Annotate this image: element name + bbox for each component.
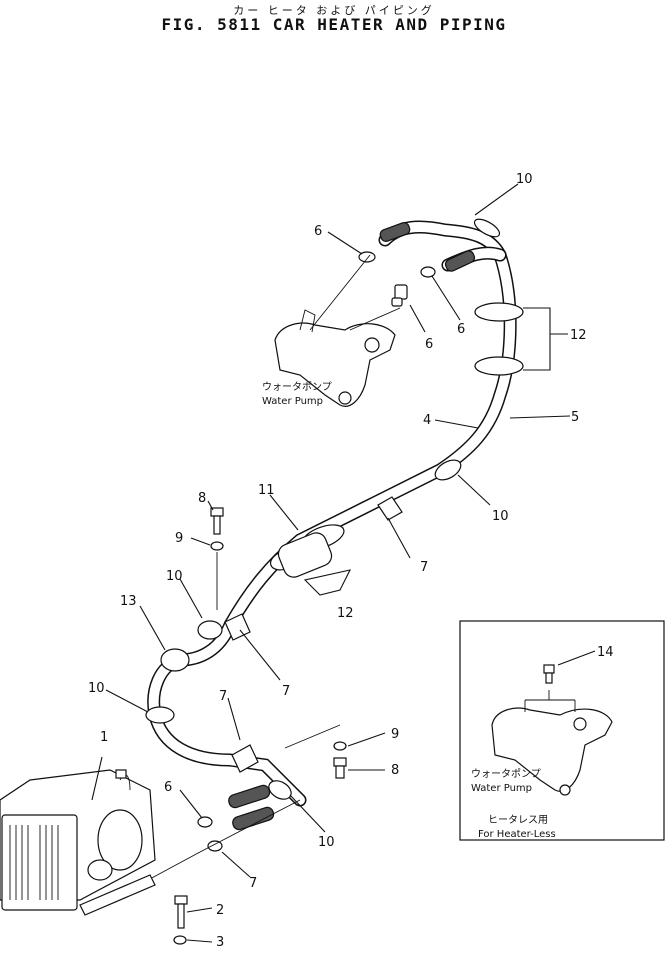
heaterless-label: For Heater-Less	[478, 829, 556, 840]
pipe-clamps	[145, 218, 524, 800]
callout-9: 9	[391, 727, 399, 742]
callout-1: 1	[100, 730, 108, 745]
figure-title-japanese: カー ヒータ および パイピング	[233, 4, 435, 17]
callout-10: 10	[166, 569, 183, 584]
inset-water-pump-label-jp: ウォータポンプ	[471, 768, 541, 780]
callout-7: 7	[219, 689, 227, 704]
upper-hose	[378, 220, 507, 272]
washer-9-lower	[333, 741, 347, 751]
callout-13: 13	[120, 594, 137, 609]
water-pump	[274, 254, 401, 407]
callout-8: 8	[391, 763, 399, 778]
bolt-8-lower	[333, 757, 347, 779]
callout-11: 11	[258, 483, 275, 498]
callout-10: 10	[88, 681, 105, 696]
callout-9: 9	[175, 531, 183, 546]
callout-8: 8	[198, 491, 206, 506]
leader-lines	[91, 183, 596, 943]
callout-10: 10	[318, 835, 335, 850]
callout-10: 10	[492, 509, 509, 524]
callout-5: 6	[425, 337, 433, 352]
water-pump-label: Water Pump	[262, 396, 323, 407]
callout-10: 10	[516, 172, 533, 187]
callout-3: 3	[216, 935, 224, 950]
callout-12: 12	[570, 328, 587, 343]
hose-clamp-6b	[420, 266, 436, 278]
car-heater-unit	[0, 769, 156, 916]
elbow-fitting	[391, 284, 408, 307]
callout-numbers: 6 10 6 6 12 4 5 10 7 11 12 8 9 10 7 13 1…	[88, 172, 614, 950]
callout-2: 2	[216, 903, 224, 918]
washer-9-upper	[210, 541, 224, 551]
washer-3	[173, 935, 187, 945]
callout-14: 14	[597, 645, 614, 660]
callout-7: 7	[420, 560, 428, 575]
callout-4: 4	[423, 413, 431, 428]
callout-6: 6	[164, 780, 172, 795]
callout-6: 7	[249, 876, 257, 891]
callout-6: 6	[457, 322, 465, 337]
callout-12: 12	[337, 606, 354, 621]
lower-hoses	[197, 784, 275, 852]
figure-title: FIG. 5811 CAR HEATER AND PIPING	[161, 15, 507, 34]
callout-7: 7	[282, 684, 290, 699]
callout-6: 6	[314, 224, 322, 239]
bolt-2	[174, 895, 188, 929]
bolt-8-upper	[210, 507, 224, 535]
heaterless-label-jp: ヒータレス用	[488, 814, 548, 826]
inset-water-pump	[491, 664, 613, 796]
water-pump-label-jp: ウォータポンプ	[262, 381, 332, 393]
hose-clamp-6a	[358, 251, 376, 263]
inset-water-pump-label: Water Pump	[471, 783, 532, 794]
callout-4: 5	[571, 410, 579, 425]
